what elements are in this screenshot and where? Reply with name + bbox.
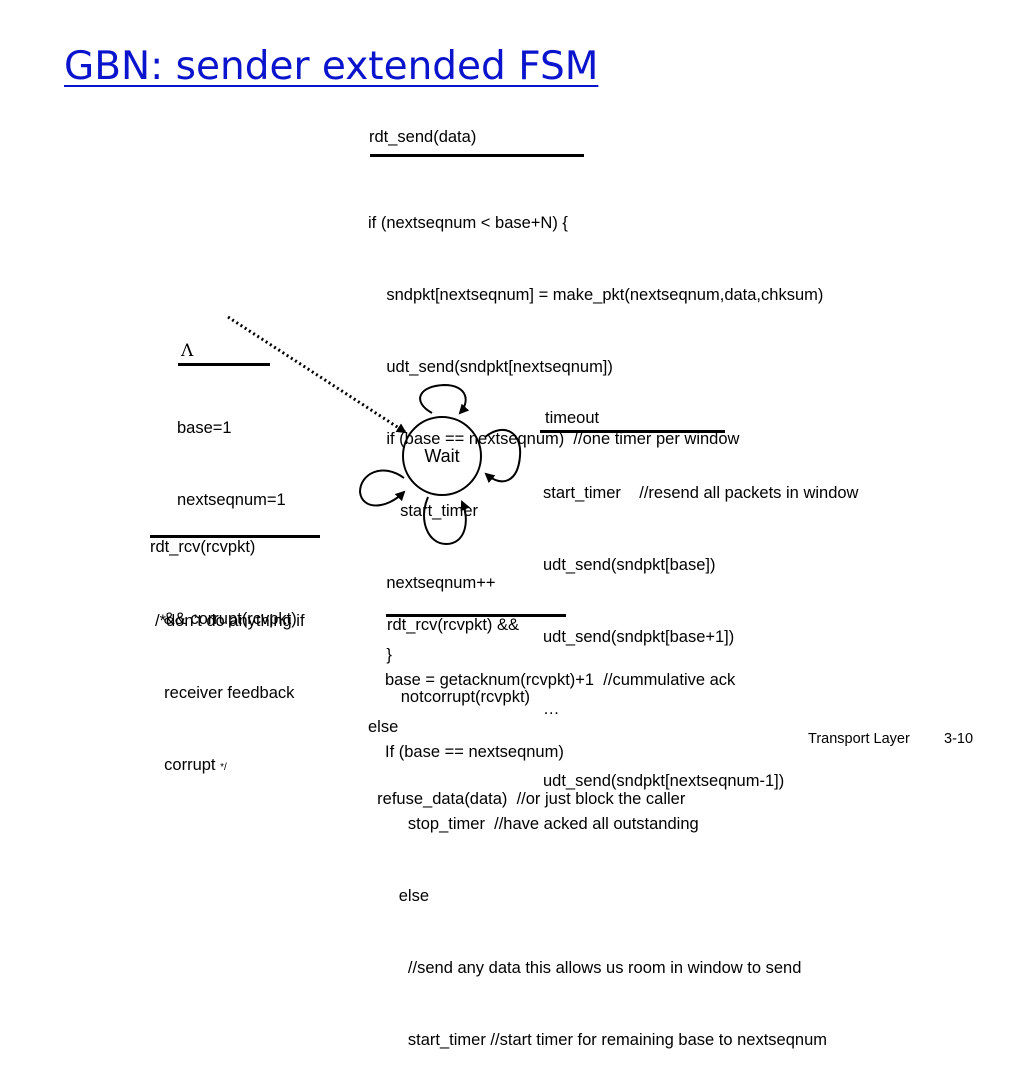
- corrupt-action-line: corrupt */: [155, 753, 305, 777]
- timeout-event-bar: [540, 430, 725, 433]
- send-action-line: start_timer: [368, 502, 479, 520]
- initial-transition-arrow: [227, 315, 407, 434]
- wait-state: Wait: [402, 416, 482, 496]
- send-action-line: if (base == nextseqnum) //one timer per …: [368, 430, 740, 448]
- corrupt-self-loop: [358, 469, 406, 507]
- footer-section-label: Transport Layer: [808, 731, 910, 747]
- notcorrupt-action-line: start_timer //start timer for remaining …: [385, 1031, 828, 1049]
- corrupt-event: rdt_rcv(rcvpkt) && corrupt(rcvpkt): [150, 487, 297, 655]
- notcorrupt-event-line: notcorrupt(rcvpkt): [387, 688, 531, 706]
- notcorrupt-action-line: stop_timer //have acked all outstanding: [385, 815, 699, 833]
- corrupt-event-line: rdt_rcv(rcvpkt): [150, 538, 256, 556]
- timeout-action-line: udt_send(sndpkt[base+1]): [543, 628, 735, 646]
- corrupt-event-bar: [150, 535, 320, 538]
- corrupt-action-text: corrupt: [155, 756, 221, 774]
- timeout-action-line: start_timer //resend all packets in wind…: [543, 484, 859, 502]
- wait-state-label: Wait: [424, 445, 460, 466]
- init-event-lambda: Λ: [181, 341, 194, 361]
- timeout-action-line: …: [543, 700, 560, 718]
- init-event-bar: [178, 363, 270, 366]
- slide-title: GBN: sender extended FSM: [64, 44, 599, 89]
- corrupt-actions: /*don’t do anything if receiver feedback…: [155, 561, 305, 801]
- init-action-line: base=1: [177, 419, 232, 437]
- send-action-line: sndpkt[nextseqnum] = make_pkt(nextseqnum…: [368, 286, 824, 304]
- timeout-self-loop: [484, 428, 522, 484]
- notcorrupt-event-bar: [386, 614, 566, 617]
- timeout-event: timeout: [545, 409, 600, 427]
- notcorrupt-event-line: rdt_rcv(rcvpkt) &&: [387, 616, 520, 634]
- send-action-line: if (nextseqnum < base+N) {: [368, 214, 568, 232]
- notcorrupt-event: rdt_rcv(rcvpkt) && notcorrupt(rcvpkt): [387, 565, 530, 733]
- notcorrupt-action-line: else: [385, 887, 430, 905]
- init-actions: base=1 nextseqnum=1: [177, 368, 286, 536]
- notcorrupt-self-loop: [423, 496, 470, 546]
- corrupt-event-line: && corrupt(rcvpkt): [150, 610, 297, 628]
- corrupt-action-line: /*don’t do anything if: [155, 612, 305, 630]
- notcorrupt-action-line: base = getacknum(rcvpkt)+1 //cummulative…: [385, 671, 736, 689]
- send-self-loop: [419, 383, 470, 415]
- init-action-line: nextseqnum=1: [177, 491, 286, 509]
- send-event-bar: [370, 154, 584, 157]
- corrupt-action-line: receiver feedback: [155, 684, 295, 702]
- send-action-line: }: [368, 646, 392, 664]
- send-event: rdt_send(data): [369, 128, 477, 146]
- fsm-diagram: [227, 315, 522, 546]
- notcorrupt-action-line: //send any data this allows us room in w…: [385, 959, 802, 977]
- notcorrupt-action-line: If (base == nextseqnum): [385, 743, 564, 761]
- notcorrupt-actions: base = getacknum(rcvpkt)+1 //cummulative…: [385, 620, 827, 1076]
- timeout-action-line: udt_send(sndpkt[base]): [543, 556, 716, 574]
- send-action-line: else: [368, 718, 399, 736]
- footer-slide-number: 3-10: [944, 731, 974, 747]
- send-action-line: nextseqnum++: [368, 574, 496, 592]
- send-action-line: udt_send(sndpkt[nextseqnum]): [368, 358, 613, 376]
